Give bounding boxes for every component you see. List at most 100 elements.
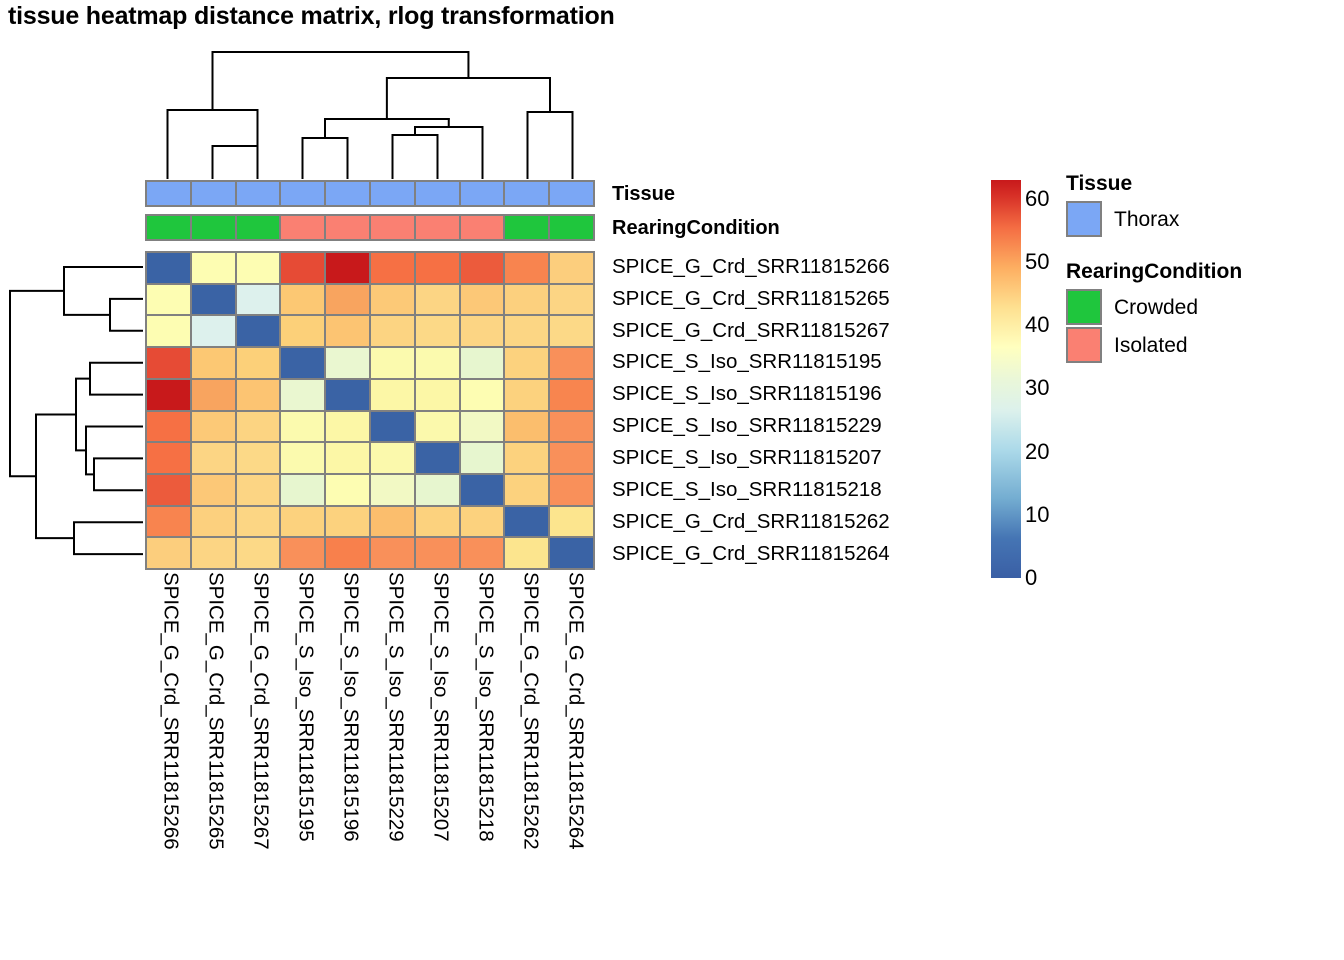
heatmap-cell <box>325 347 370 379</box>
heatmap-cell <box>549 315 594 348</box>
dendro-link <box>211 145 259 179</box>
annotation-cell-tissue <box>235 181 281 206</box>
legend-title-tissue: Tissue <box>1066 172 1133 195</box>
heatmap-cell <box>235 442 281 474</box>
heatmap-cell <box>325 473 370 506</box>
annotation-cell-rearing <box>369 215 415 240</box>
heatmap-matrix <box>145 251 595 570</box>
row-label: SPICE_S_Iso_SRR11815195 <box>612 350 882 374</box>
column-label: SPICE_G_Crd_SRR11815264 <box>564 572 588 850</box>
dendro-link <box>109 297 143 332</box>
heatmap-cell <box>280 537 326 569</box>
heatmap-cell <box>325 537 370 569</box>
column-label: SPICE_S_Iso_SRR11815196 <box>339 572 363 842</box>
column-label: SPICE_G_Crd_SRR11815266 <box>159 572 183 850</box>
heatmap-cell <box>504 283 550 316</box>
dendro-link <box>89 361 143 396</box>
row-label: SPICE_G_Crd_SRR11815262 <box>612 509 890 533</box>
heatmap-cell <box>280 315 326 348</box>
heatmap-cell <box>414 283 460 316</box>
legend-block-tissue: Tissue Thorax <box>1066 172 1336 238</box>
heatmap-cell <box>504 315 550 348</box>
heatmap-cell <box>190 283 236 316</box>
annotation-cell-tissue <box>280 181 326 206</box>
heatmap-cell <box>549 442 594 474</box>
heatmap-cell <box>190 347 236 379</box>
annotation-cell-rearing <box>190 215 236 240</box>
row-label: SPICE_S_Iso_SRR11815218 <box>612 478 882 502</box>
heatmap-cell <box>369 505 415 538</box>
heatmap-cell <box>504 442 550 474</box>
heatmap-cell <box>549 283 594 316</box>
row-label: SPICE_G_Crd_SRR11815265 <box>612 286 890 310</box>
dendro-link <box>211 51 470 111</box>
column-label: SPICE_S_Iso_SRR11815207 <box>429 572 453 842</box>
row-label: SPICE_G_Crd_SRR11815264 <box>612 541 890 565</box>
heatmap-cell <box>369 473 415 506</box>
dendro-link <box>324 118 450 139</box>
legend-rearing-item[interactable]: Crowded <box>1066 288 1336 326</box>
heatmap-cell <box>504 347 550 379</box>
page-title: tissue heatmap distance matrix, rlog tra… <box>8 2 615 30</box>
dendro-link <box>63 266 143 316</box>
column-label-slot: SPICE_G_Crd_SRR11815265 <box>190 572 235 952</box>
row-label: SPICE_S_Iso_SRR11815196 <box>612 382 882 406</box>
heatmap-cell <box>504 505 550 538</box>
heatmap-cell <box>459 473 505 506</box>
heatmap-cell <box>325 442 370 474</box>
heatmap-cell <box>325 283 370 316</box>
heatmap-cell <box>414 347 460 379</box>
heatmap-cell <box>280 505 326 538</box>
heatmap-cell <box>549 378 594 411</box>
dendro-link <box>9 289 65 478</box>
heatmap-cell <box>369 410 415 443</box>
heatmap-cell <box>325 315 370 348</box>
colorbar-gradient <box>991 180 1021 578</box>
heatmap-cell <box>235 283 281 316</box>
legend-tissue-label: Thorax <box>1114 207 1180 231</box>
annotation-cell-rearing <box>280 215 326 240</box>
annotation-bar-tissue <box>145 180 595 207</box>
heatmap-cell <box>459 378 505 411</box>
heatmap-cell <box>235 537 281 569</box>
column-label-slot: SPICE_G_Crd_SRR11815267 <box>235 572 280 952</box>
row-label: SPICE_S_Iso_SRR11815229 <box>612 414 882 438</box>
row-dendrogram <box>9 266 143 556</box>
heatmap-cell <box>369 378 415 411</box>
heatmap-cell <box>459 252 505 284</box>
heatmap-cell <box>146 473 191 506</box>
annotation-cell-rearing <box>414 215 460 240</box>
heatmap-cell <box>190 442 236 474</box>
colorbar-tick: 20 <box>1025 438 1050 464</box>
dendro-link <box>35 413 77 540</box>
legend-rearing-item[interactable]: Isolated <box>1066 326 1336 364</box>
column-label-list: SPICE_G_Crd_SRR11815266 SPICE_G_Crd_SRR11… <box>145 572 595 952</box>
legend-rearing-label: Crowded <box>1114 295 1199 319</box>
row-label: SPICE_G_Crd_SRR11815267 <box>612 318 890 342</box>
heatmap-cell <box>235 378 281 411</box>
heatmap-cell <box>325 252 370 284</box>
column-label: SPICE_S_Iso_SRR11815218 <box>474 572 498 842</box>
column-label-slot: SPICE_S_Iso_SRR11815229 <box>370 572 415 952</box>
row-label: SPICE_S_Iso_SRR11815207 <box>612 446 882 470</box>
legend-tissue-item[interactable]: Thorax <box>1066 200 1336 238</box>
annotation-cell-tissue <box>369 181 415 206</box>
heatmap-cell <box>414 473 460 506</box>
heatmap-cell <box>146 315 191 348</box>
annotation-cell-tissue <box>414 181 460 206</box>
annotation-cell-tissue <box>549 181 594 206</box>
heatmap-cell <box>280 473 326 506</box>
annotation-label-tissue: Tissue <box>612 183 675 205</box>
column-label: SPICE_S_Iso_SRR11815195 <box>294 572 318 842</box>
annotation-bar-rearing <box>145 214 595 241</box>
legend-title-rearing: RearingCondition <box>1066 260 1243 284</box>
dendro-link <box>301 137 349 179</box>
annotation-cell-tissue <box>459 181 505 206</box>
heatmap-cell <box>325 505 370 538</box>
heatmap-cell <box>459 347 505 379</box>
heatmap-cell <box>325 378 370 411</box>
heatmap-cell <box>369 537 415 569</box>
